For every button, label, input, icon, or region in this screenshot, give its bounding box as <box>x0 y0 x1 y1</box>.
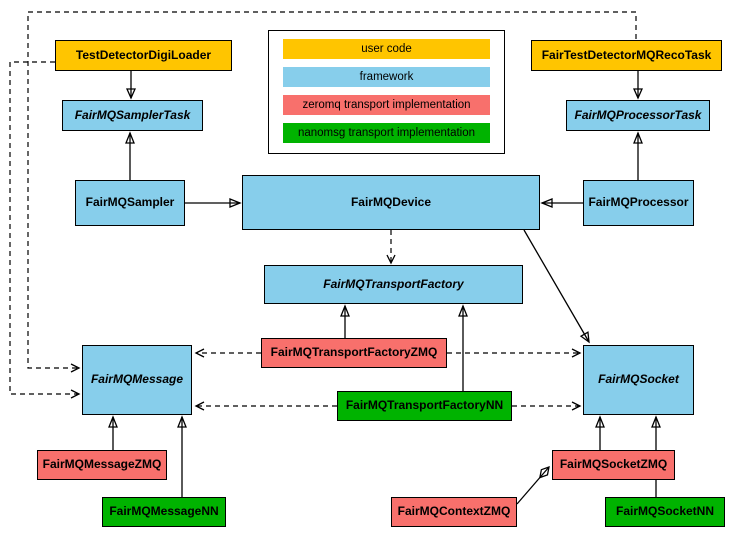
node-fairmqcontextzmq: FairMQContextZMQ <box>391 497 517 527</box>
node-fairmqmessagenn: FairMQMessageNN <box>102 497 226 527</box>
legend-item-zeromq: zeromq transport implementation <box>283 95 490 115</box>
node-fairtestdetectormqrecotask: FairTestDetectorMQRecoTask <box>531 40 722 71</box>
legend-item-user-code: user code <box>283 39 490 59</box>
node-fairmqsampler: FairMQSampler <box>75 180 185 226</box>
node-fairmqprocessortask: FairMQProcessorTask <box>566 100 710 131</box>
legend: user code framework zeromq transport imp… <box>268 30 505 154</box>
node-fairmqtransportfactoryzmq: FairMQTransportFactoryZMQ <box>261 338 447 368</box>
node-fairmqdevice: FairMQDevice <box>242 175 540 230</box>
node-fairmqsocket: FairMQSocket <box>583 345 694 415</box>
node-fairmqsamplertask: FairMQSamplerTask <box>62 100 203 131</box>
edge-contextzmq-socketzmq-composition <box>516 467 549 505</box>
node-fairmqsocketnn: FairMQSocketNN <box>605 497 725 527</box>
legend-item-framework: framework <box>283 67 490 87</box>
edge-digiloader-message-dep <box>9 61 81 399</box>
node-fairmqmessagezmq: FairMQMessageZMQ <box>37 450 167 480</box>
node-fairmqmessage: FairMQMessage <box>82 345 192 415</box>
node-testdetectordigiloader: TestDetectorDigiLoader <box>55 40 232 71</box>
node-fairmqtransportfactorynn: FairMQTransportFactoryNN <box>337 391 512 421</box>
legend-item-nanomsg: nanomsg transport implementation <box>283 123 490 143</box>
edge-device-socket <box>523 229 590 344</box>
node-fairmqprocessor: FairMQProcessor <box>583 180 694 226</box>
edge-recotask-message-dep <box>27 11 637 373</box>
node-fairmqtransportfactory: FairMQTransportFactory <box>264 265 523 304</box>
node-fairmqsocketzmq: FairMQSocketZMQ <box>552 450 675 480</box>
